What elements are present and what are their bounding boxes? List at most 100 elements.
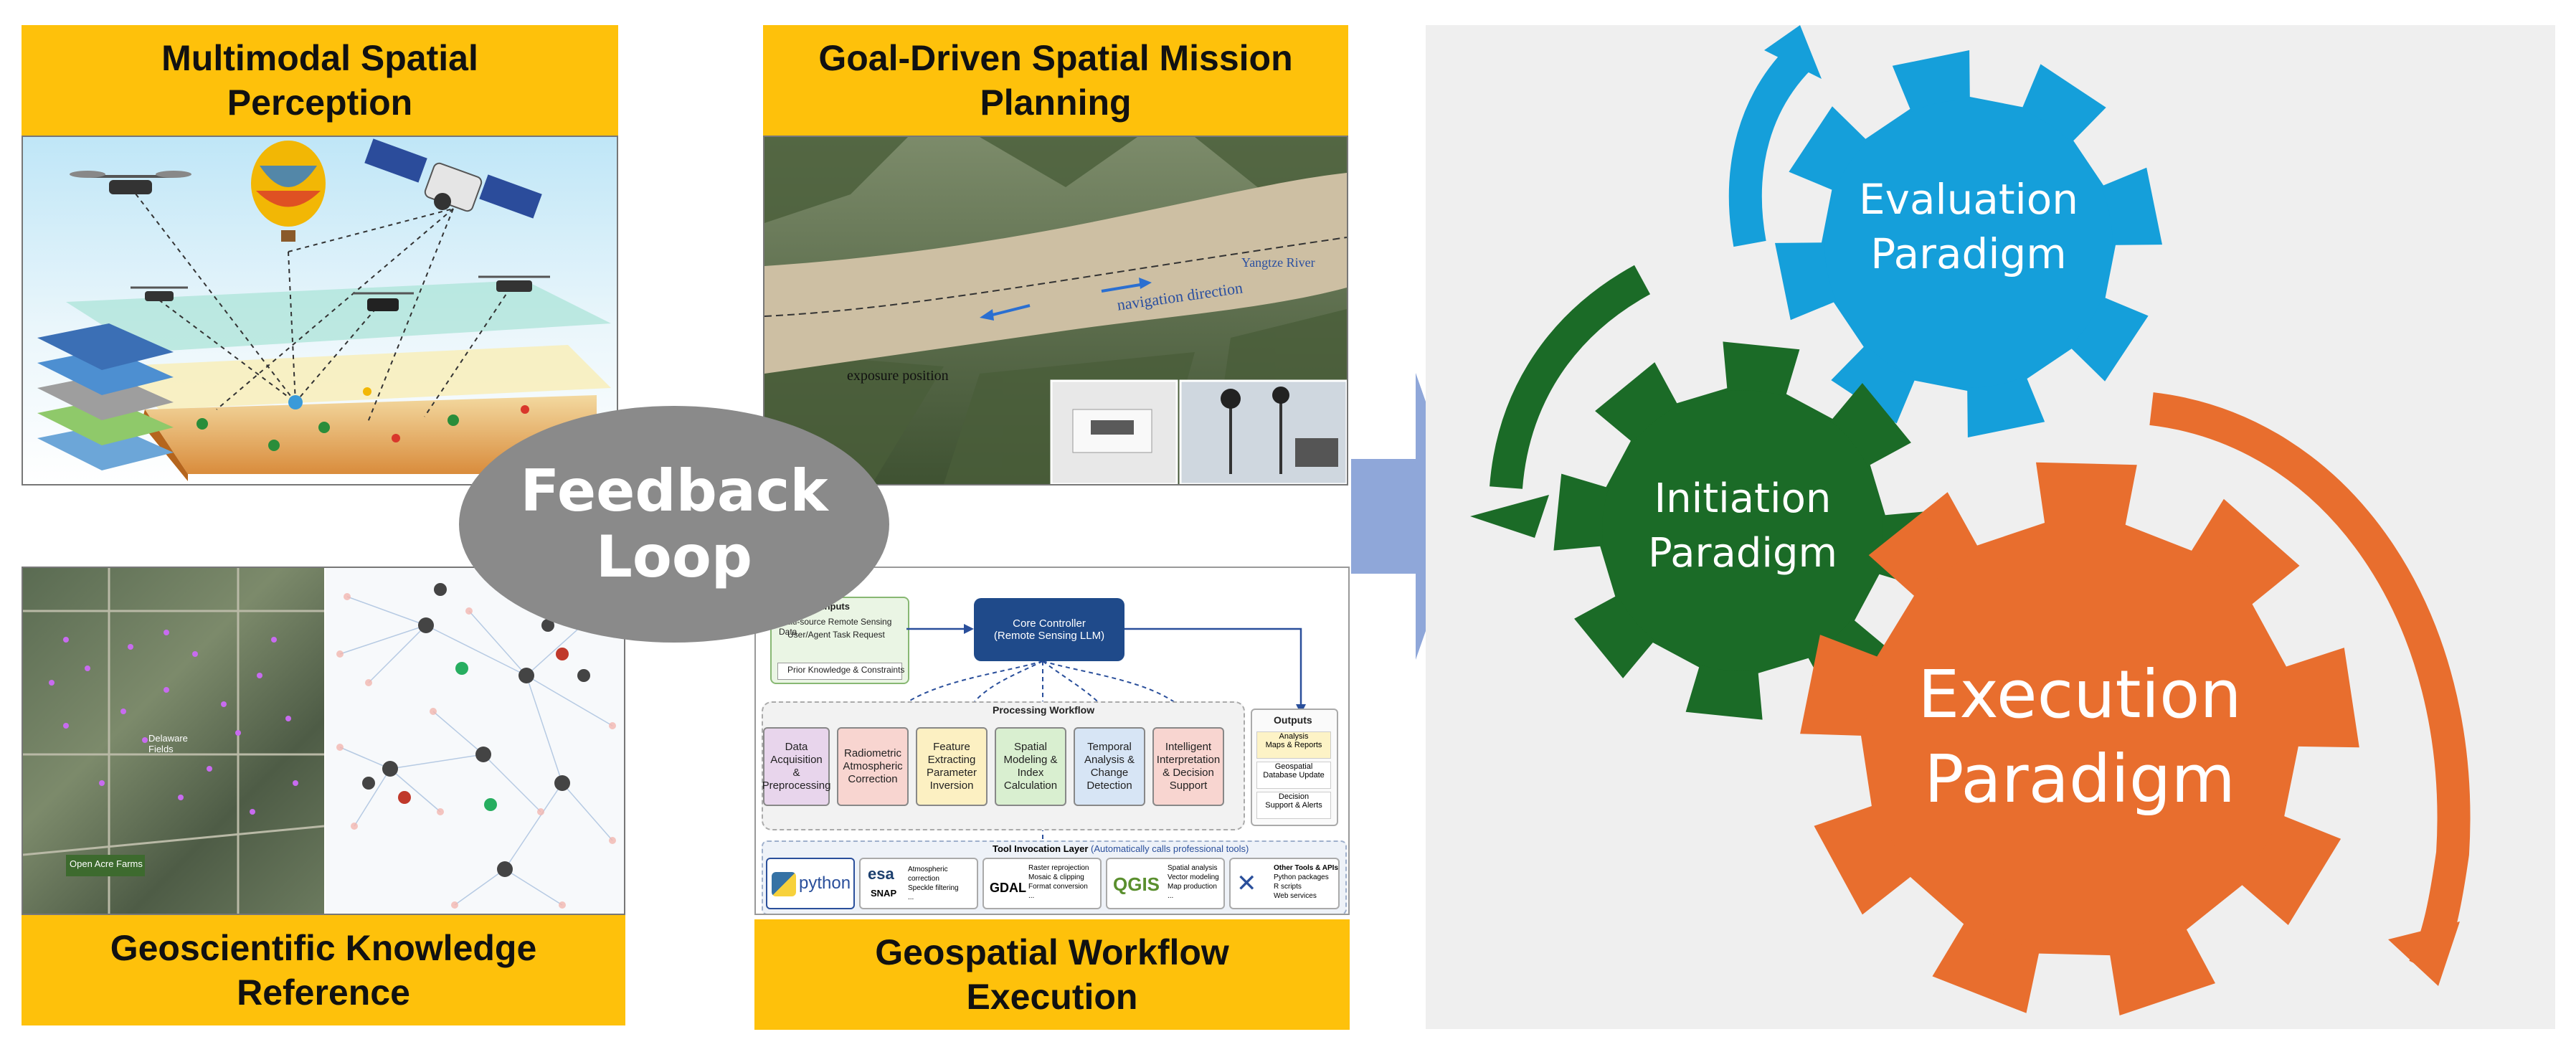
river-label: Yangtze River: [1241, 255, 1315, 270]
drone-icon: [478, 275, 550, 292]
core-controller: Core Controller (Remote Sensing LLM): [974, 598, 1124, 661]
data-layers-icon: [37, 323, 174, 470]
workflow-diagram: Inputs Multi-source Remote Sensing Data …: [754, 567, 1350, 915]
gdal-desc-2: Mosaic & clipping: [1028, 873, 1084, 881]
qgis-desc-3: Map production: [1168, 883, 1217, 891]
processing-title: Processing Workflow: [993, 704, 1095, 716]
esa-desc-3: ...: [908, 894, 914, 901]
exposure-label: exposure position: [847, 368, 949, 384]
qgis-desc-4: ...: [1168, 892, 1174, 900]
sensor-plane-upper: [66, 280, 611, 352]
cycle-arrow-green: [1470, 265, 1651, 538]
gdal-desc-3: Format conversion: [1028, 883, 1088, 891]
river-scene: [764, 137, 1347, 484]
planning-title: Goal-Driven Spatial Mission Planning: [763, 25, 1348, 136]
qgis-desc-2: Vector modeling: [1168, 873, 1219, 881]
tool-esa-snap: esa SNAP Atmospheric correction Speckle …: [859, 858, 978, 909]
tool-layer-title: Tool Invocation Layer: [993, 843, 1089, 854]
gear-body: [1865, 524, 2294, 953]
gdal-desc-4: ...: [1028, 892, 1035, 900]
snap-label: SNAP: [871, 888, 897, 899]
ground-plane: [145, 395, 597, 474]
wrench-icon: ✕: [1236, 869, 1257, 898]
tool-gdal: GDAL Raster reprojection Mosaic & clippi…: [982, 858, 1102, 909]
execution-label: Execution Paradigm: [1893, 653, 2266, 822]
workflow-title: Geospatial Workflow Execution: [754, 919, 1350, 1030]
workflow-title-text: Geospatial Workflow Execution: [875, 932, 1229, 1017]
ground-markers: [196, 387, 529, 451]
qgis-desc-1: Spatial analysis: [1168, 864, 1218, 872]
evaluation-label: Evaluation Paradigm: [1829, 172, 2108, 281]
perception-illustration: [22, 136, 618, 485]
gdal-label: GDAL: [990, 881, 1026, 895]
satellite-icon: [364, 138, 542, 219]
outputs-title: Outputs: [1274, 714, 1312, 726]
gear-body: [1602, 390, 1883, 671]
sensing-lines: [130, 186, 511, 425]
gear-body: [1824, 100, 2113, 388]
gdal-desc-1: Raster reprojection: [1028, 864, 1089, 872]
other-desc-3: R scripts: [1274, 883, 1302, 891]
cycle-arrow-blue: [1728, 25, 1822, 247]
other-desc-1: Other Tools & APIs: [1274, 864, 1339, 872]
drone-icon: [353, 292, 414, 311]
perception-title: Multimodal Spatial Perception: [22, 25, 618, 136]
balloon-icon: [251, 141, 326, 242]
knowledge-title-text: Geoscientific Knowledge Reference: [110, 928, 537, 1013]
feedback-label-line1: Feedback: [520, 458, 828, 524]
map-label-farms: Open Acre Farms: [70, 858, 143, 869]
cycle-arrow-orange: [2149, 392, 2471, 986]
evaluation-line1: Evaluation: [1858, 175, 2079, 224]
initiation-gear-icon: [1553, 341, 1932, 720]
python-logo-icon: [772, 872, 796, 896]
other-desc-4: Web services: [1274, 892, 1317, 900]
tool-qgis: QGIS Spatial analysis Vector modeling Ma…: [1106, 858, 1225, 909]
core-controller-label: Core Controller: [1013, 617, 1086, 630]
feedback-loop-ellipse: Feedback Loop: [459, 406, 889, 643]
tool-layer-heading: Tool Invocation Layer (Automatically cal…: [993, 843, 1249, 854]
knowledge-network: [336, 583, 616, 909]
tool-python: python: [766, 858, 855, 909]
input-data: Multi-source Remote Sensing Data: [779, 617, 892, 637]
river-body: [764, 173, 1347, 374]
esa-desc-2: Speckle filtering: [908, 884, 959, 892]
other-desc-2: Python packages: [1274, 873, 1329, 881]
boat-photo: [1050, 379, 1178, 484]
map-label-fields: Delaware Fields: [148, 733, 188, 754]
feedback-label-line2: Loop: [595, 524, 753, 590]
evaluation-gear-icon: [1775, 50, 2162, 437]
drone-icon: [131, 286, 188, 301]
tool-other: ✕ Other Tools & APIs Python packages R s…: [1229, 858, 1340, 909]
execution-line1: Execution: [1918, 656, 2242, 733]
python-label: python: [799, 873, 851, 893]
initiation-line1: Initiation: [1654, 475, 1832, 522]
initiation-line2: Paradigm: [1647, 530, 1838, 577]
evaluation-line2: Paradigm: [1870, 229, 2067, 278]
knowledge-illustration: Delaware Fields Open Acre Farms: [22, 567, 625, 915]
qgis-label: QGIS: [1113, 873, 1160, 895]
planning-title-text: Goal-Driven Spatial Mission Planning: [818, 38, 1293, 123]
input-knowledge: Prior Knowledge & Constraints: [787, 665, 905, 675]
farm-map: [23, 568, 325, 914]
direction-arrow: [986, 304, 1031, 318]
execution-gear-icon: [1800, 462, 2359, 1015]
satellite-map: Delaware Fields Open Acre Farms: [23, 568, 325, 914]
esa-desc-1: Atmospheric correction: [908, 866, 948, 883]
perception-title-text: Multimodal Spatial Perception: [161, 38, 478, 123]
tool-layer-note: (Automatically calls professional tools): [1091, 843, 1249, 854]
esa-label: esa: [868, 865, 894, 883]
initiation-label: Initiation Paradigm: [1606, 472, 1879, 581]
navigation-route: [764, 237, 1347, 317]
core-controller-sub: (Remote Sensing LLM): [993, 630, 1105, 642]
